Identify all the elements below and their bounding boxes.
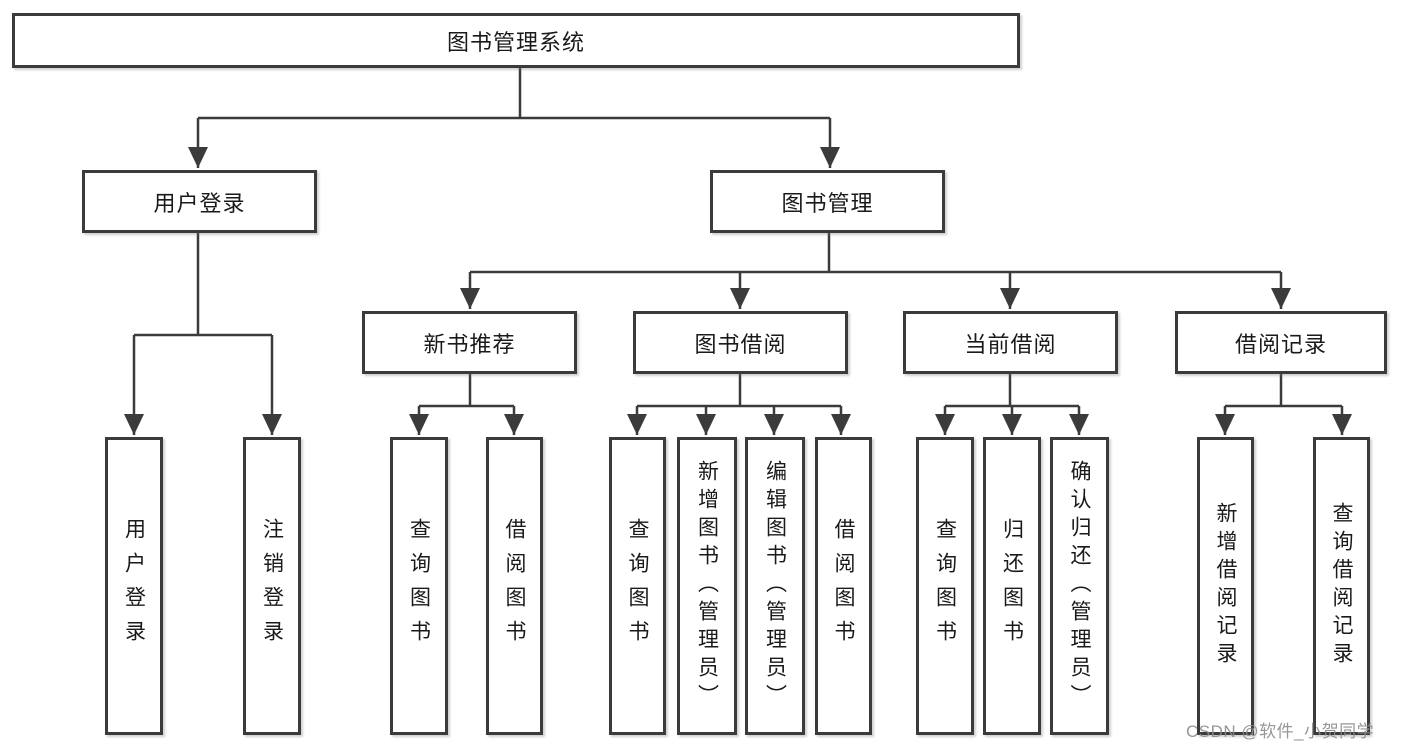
node-leaf-query-books-current: 查询图书 [916, 437, 974, 735]
node-label: 用户登录 [153, 190, 246, 216]
node-leaf-user-login: 用户登录 [105, 437, 163, 735]
node-leaf-add-borrow-record: 新增借阅记录 [1197, 437, 1254, 735]
node-label: 借阅记录 [1234, 331, 1327, 357]
node-leaf-logout: 注销登录 [243, 437, 301, 735]
node-leaf-edit-books-admin: 编辑图书（管理员） [745, 437, 805, 735]
node-user-login: 用户登录 [82, 170, 317, 233]
node-label: 注销登录 [260, 518, 284, 654]
node-leaf-borrow-books-borrowing: 借阅图书 [815, 437, 872, 735]
node-label: 新增图书（管理员） [695, 460, 719, 712]
node-leaf-query-books-borrowing: 查询图书 [609, 437, 666, 735]
node-label: 新书推荐 [423, 331, 516, 357]
node-label: 图书管理系统 [446, 29, 585, 55]
node-label: 查询图书 [626, 518, 649, 654]
node-label: 新增借阅记录 [1214, 502, 1237, 670]
node-root: 图书管理系统 [12, 13, 1020, 68]
node-borrowing-records: 借阅记录 [1175, 311, 1387, 374]
node-label: 当前借阅 [964, 331, 1057, 357]
node-label: 归还图书 [1000, 518, 1024, 654]
node-label: 图书借阅 [694, 331, 787, 357]
node-leaf-query-books-recommend: 查询图书 [390, 437, 448, 735]
node-new-book-recommend: 新书推荐 [362, 311, 577, 374]
node-label: 借阅图书 [503, 518, 526, 654]
node-leaf-return-books: 归还图书 [983, 437, 1041, 735]
node-label: 用户登录 [122, 518, 146, 654]
node-label: 编辑图书（管理员） [763, 460, 787, 712]
node-current-borrowing: 当前借阅 [903, 311, 1118, 374]
node-label: 查询借阅记录 [1330, 502, 1353, 670]
node-leaf-confirm-return-admin: 确认归还（管理员） [1050, 437, 1109, 735]
node-book-borrowing: 图书借阅 [633, 311, 848, 374]
node-label: 借阅图书 [832, 518, 855, 654]
node-leaf-add-books-admin: 新增图书（管理员） [677, 437, 737, 735]
node-leaf-borrow-books-recommend: 借阅图书 [486, 437, 543, 735]
node-label: 查询图书 [407, 518, 431, 654]
node-label: 确认归还（管理员） [1068, 460, 1091, 712]
node-leaf-query-borrow-record: 查询借阅记录 [1313, 437, 1370, 735]
node-book-management: 图书管理 [710, 170, 945, 233]
node-label: 图书管理 [781, 190, 874, 216]
node-label: 查询图书 [933, 518, 957, 654]
csdn-watermark: CSDN @软件_小贺同学 [1186, 722, 1375, 741]
